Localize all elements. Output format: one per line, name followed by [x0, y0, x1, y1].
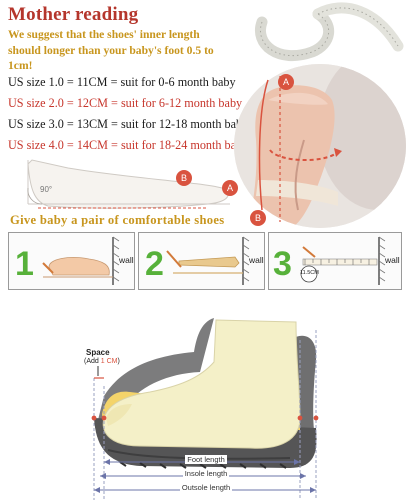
foot-length-label: Foot length: [185, 455, 227, 464]
measuring-tape-illustration: [255, 2, 404, 62]
step-number-3: 3: [273, 245, 292, 283]
step-number-1: 1: [15, 245, 34, 283]
suggestion-line-1: We suggest that the shoes' inner length: [8, 28, 200, 41]
marker-b-sketch: B: [176, 170, 192, 186]
angle-label: 90°: [40, 185, 53, 194]
size-row-3: US size 3.0 = 13CM = suit for 12-18 mont…: [8, 117, 249, 131]
step-1-wall-label: wall: [119, 255, 134, 265]
step-panel-3: 3 11.5CM wall: [268, 232, 402, 290]
step-3-wall-label: wall: [385, 255, 400, 265]
step-2-wall-label: wall: [249, 255, 264, 265]
shoe-cross-section-diagram: [91, 318, 319, 500]
marker-a-sketch: A: [222, 180, 238, 196]
size-row-1: US size 1.0 = 11CM = suit for 0-6 month …: [8, 75, 236, 89]
size-row-4: US size 4.0 = 14CM = suit for 18-24 mont…: [8, 138, 249, 152]
outsole-length-label: Outsole length: [179, 483, 233, 492]
suggestion-line-2: should longer than your baby's foot 0.5 …: [8, 44, 214, 72]
step-3-reading: 11.5CM: [300, 270, 319, 276]
step-panel-2: 2 wall: [138, 232, 265, 290]
marker-b-photo: B: [250, 210, 266, 226]
space-note: (Add 1 CM): [84, 358, 120, 365]
step-number-2: 2: [145, 245, 164, 283]
baby-foot-measure-photo: [234, 64, 406, 228]
step-panel-1: 1 wall: [8, 232, 135, 290]
space-label: Space: [86, 348, 110, 357]
size-row-2: US size 2.0 = 12CM = suit for 6-12 month…: [8, 96, 243, 110]
tagline: Give baby a pair of comfortable shoes: [10, 213, 225, 227]
page-title: Mother reading: [8, 4, 139, 25]
marker-a-photo: A: [278, 74, 294, 90]
insole-length-label: Insole length: [182, 469, 230, 478]
foot-outline-sketch: [27, 159, 230, 209]
